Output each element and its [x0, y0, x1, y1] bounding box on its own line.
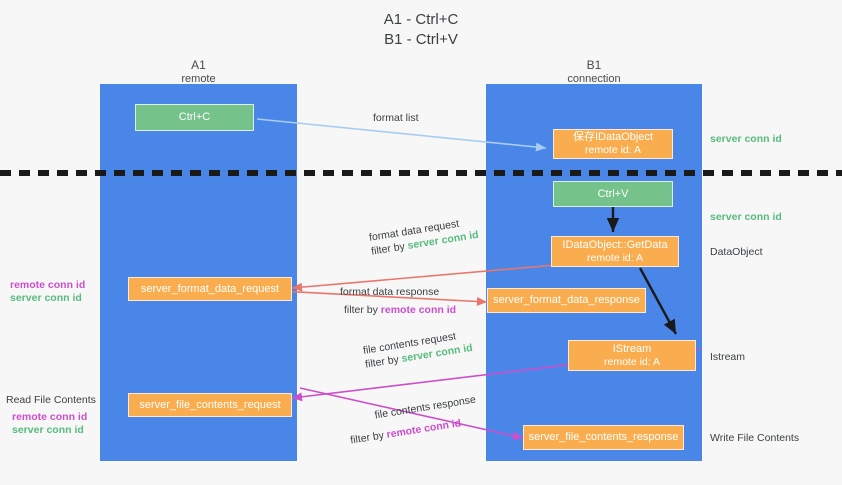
column-b1-sub: connection: [567, 73, 621, 85]
node-istream-line1: IStream: [612, 342, 652, 355]
node-idataobject-getdata-line2: remote id: A: [586, 251, 644, 264]
node-idataobject-getdata-line1: IDataObject::GetData: [562, 238, 668, 251]
edge-label-format-list-text: format list: [373, 112, 419, 124]
note-remote-conn-id-bottom: remote conn id: [12, 411, 88, 423]
note-server-conn-id-top: server conn id: [710, 133, 782, 145]
edge-label-format-data-response-filter: filter by remote conn id: [340, 303, 456, 317]
node-ctrl-v[interactable]: Ctrl+V: [553, 181, 673, 207]
note-read-file-contents: Read File Contents: [6, 394, 96, 406]
node-server-file-contents-request-label: server_file_contents_request: [139, 398, 281, 411]
node-server-file-contents-response-label: server_file_contents_response: [528, 431, 679, 443]
column-a1-sub: remote: [181, 73, 216, 85]
column-a1-name: A1: [191, 58, 206, 72]
node-server-format-data-response-label: server_format_data_response: [493, 294, 640, 306]
node-server-file-contents-request[interactable]: server_file_contents_request: [128, 393, 292, 417]
node-ctrl-c[interactable]: Ctrl+C: [135, 104, 254, 131]
node-server-format-data-request-label: server_format_data_request: [140, 282, 280, 295]
edge-label-format-data-request: format data request filter by server con…: [368, 214, 480, 259]
node-istream[interactable]: IStream remote id: A: [568, 340, 696, 371]
edge-label-file-contents-response: file contents response filter by remote …: [346, 393, 480, 448]
filter-token-remote-conn-id: remote conn id: [380, 304, 457, 316]
note-dataobject: DataObject: [710, 246, 763, 258]
filter-prefix: filter by: [344, 304, 381, 316]
node-ctrl-v-label: Ctrl+V: [597, 187, 629, 200]
edge-label-format-list: format list: [373, 111, 419, 125]
note-istream: Istream: [710, 351, 746, 363]
edge-label-format-data-response: format data response filter by remote co…: [340, 285, 456, 317]
edge-label-format-data-response-text: format data response: [340, 286, 440, 298]
node-istream-line2: remote id: A: [603, 355, 661, 368]
node-server-format-data-request[interactable]: server_format_data_request: [128, 277, 292, 301]
column-header-b1: B1 connection: [486, 58, 702, 86]
node-server-format-data-response[interactable]: server_format_data_response: [487, 288, 646, 313]
node-save-idataobject[interactable]: 保存IDataObject remote id: A: [553, 129, 673, 159]
edge-label-file-contents-request: file contents request filter by server c…: [362, 327, 474, 372]
node-server-file-contents-response[interactable]: server_file_contents_response: [523, 425, 684, 450]
filter-token-remote-conn-id: remote conn id: [385, 417, 462, 441]
note-server-conn-id-bottom: server conn id: [12, 424, 84, 436]
node-ctrl-c-label: Ctrl+C: [178, 111, 211, 123]
filter-prefix: filter by: [349, 428, 388, 447]
note-write-file-contents: Write File Contents: [710, 432, 800, 444]
title-line-2: B1 - Ctrl+V: [384, 31, 458, 48]
page-title: A1 - Ctrl+C B1 - Ctrl+V: [0, 10, 842, 50]
title-line-1: A1 - Ctrl+C: [383, 11, 459, 28]
node-save-idataobject-line2: remote id: A: [584, 144, 642, 156]
column-b1-name: B1: [586, 58, 602, 72]
node-save-idataobject-line1: 保存IDataObject: [572, 131, 654, 143]
note-remote-conn-id-mid: remote conn id: [10, 279, 86, 291]
note-server-conn-id-mid: server conn id: [710, 211, 782, 223]
node-idataobject-getdata[interactable]: IDataObject::GetData remote id: A: [551, 236, 679, 267]
phase-divider: [0, 170, 842, 176]
note-server-conn-id-left-mid: server conn id: [10, 292, 82, 304]
column-header-a1: A1 remote: [100, 58, 297, 86]
